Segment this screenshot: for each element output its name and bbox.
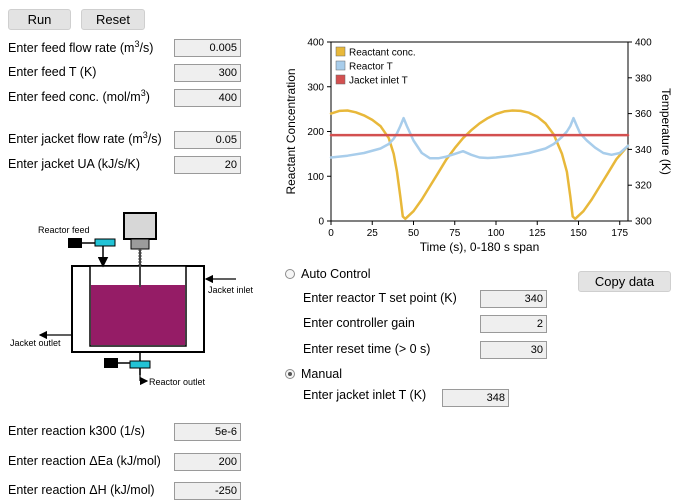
auto-control-label: Auto Control [301, 267, 371, 281]
auto-control-radio[interactable] [285, 269, 295, 279]
ea-input[interactable]: 200 [174, 453, 241, 471]
series-line-1 [329, 109, 630, 221]
reactor-feed-label: Reactor feed [38, 225, 90, 235]
legend-label: Reactant conc. [349, 48, 416, 59]
jacket-inlet-t-label: Enter jacket inlet T (K) [303, 388, 427, 402]
ea-label: Enter reaction ΔEa (kJ/mol) [8, 454, 161, 468]
jacket-inlet-label: Jacket inlet [208, 285, 254, 295]
legend-swatch [335, 74, 346, 85]
outlet-valve-icon [129, 360, 151, 369]
jacket-flow-label: Enter jacket flow rate (m3/s) [8, 130, 162, 147]
y-left-tick-label: 400 [307, 38, 324, 49]
legend-swatch [335, 46, 346, 57]
feed-conc-label: Enter feed conc. (mol/m3) [8, 88, 150, 105]
x-tick-label: 150 [570, 228, 587, 239]
y-right-tick-label: 380 [635, 73, 652, 84]
reactor-diagram: Reactor feed Jacket inlet Jacket outlet … [10, 212, 254, 387]
y-right-tick-label: 360 [635, 109, 652, 120]
k300-input[interactable]: 5e-6 [174, 423, 241, 441]
outlet-pump-icon [104, 358, 118, 368]
manual-radio[interactable] [285, 369, 295, 379]
feed-valve-icon [94, 238, 116, 247]
x-tick-label: 25 [367, 228, 379, 239]
y-right-tick-label: 320 [635, 181, 652, 192]
reactor-liquid [91, 285, 185, 345]
reset-time-input[interactable]: 30 [480, 341, 547, 359]
y-left-tick-label: 100 [307, 172, 324, 183]
y-left-tick-label: 300 [307, 82, 324, 93]
feed-t-label: Enter feed T (K) [8, 65, 97, 79]
y-left-tick-label: 200 [307, 127, 324, 138]
y-right-axis-label: Temperature (K) [659, 88, 673, 175]
k300-label: Enter reaction k300 (1/s) [8, 424, 145, 438]
reset-time-label: Enter reset time (> 0 s) [303, 342, 431, 356]
y-right-tick-label: 300 [635, 217, 652, 228]
run-button[interactable]: Run [8, 9, 71, 30]
feed-t-input[interactable]: 300 [174, 64, 241, 82]
y-left-tick-label: 0 [318, 217, 324, 228]
x-tick-label: 0 [328, 228, 334, 239]
y-left-axis-label: Reactant Concentration [284, 68, 298, 194]
gain-input[interactable]: 2 [480, 315, 547, 333]
reset-button[interactable]: Reset [81, 9, 145, 30]
legend-swatch [335, 60, 346, 71]
x-tick-label: 50 [408, 228, 420, 239]
dh-input[interactable]: -250 [174, 482, 241, 500]
time-series-chart: 0 25 50 75 100 125 150 175 0 100 200 300 400 300 320 34… [284, 38, 673, 255]
feed-flow-label: Enter feed flow rate (m3/s) [8, 39, 154, 56]
jacket-inlet-t-input[interactable]: 348 [442, 389, 509, 407]
feed-conc-input[interactable]: 400 [174, 89, 241, 107]
feed-flow-input[interactable]: 0.005 [174, 39, 241, 57]
setpoint-label: Enter reactor T set point (K) [303, 291, 457, 305]
setpoint-input[interactable]: 340 [480, 290, 547, 308]
x-tick-label: 175 [611, 228, 628, 239]
manual-label: Manual [301, 367, 342, 381]
gain-label: Enter controller gain [303, 316, 415, 330]
dh-label: Enter reaction ΔH (kJ/mol) [8, 483, 155, 497]
x-tick-label: 100 [488, 228, 505, 239]
y-right-tick-label: 400 [635, 38, 652, 49]
jacket-flow-input[interactable]: 0.05 [174, 131, 241, 149]
x-tick-label: 75 [449, 228, 461, 239]
feed-pump-icon [68, 238, 82, 248]
legend-label: Reactor T [349, 62, 393, 73]
legend-label: Jacket inlet T [349, 76, 408, 87]
series-line-2 [329, 116, 630, 160]
jacket-ua-input[interactable]: 20 [174, 156, 241, 174]
x-axis-label: Time (s), 0-180 s span [420, 240, 540, 254]
jacket-outlet-label: Jacket outlet [10, 338, 61, 348]
copy-data-button[interactable]: Copy data [578, 271, 671, 292]
jacket-ua-label: Enter jacket UA (kJ/s/K) [8, 157, 140, 171]
reactor-outlet-label: Reactor outlet [149, 377, 206, 387]
x-tick-label: 125 [529, 228, 546, 239]
y-right-tick-label: 340 [635, 145, 652, 156]
motor-icon [123, 212, 157, 240]
